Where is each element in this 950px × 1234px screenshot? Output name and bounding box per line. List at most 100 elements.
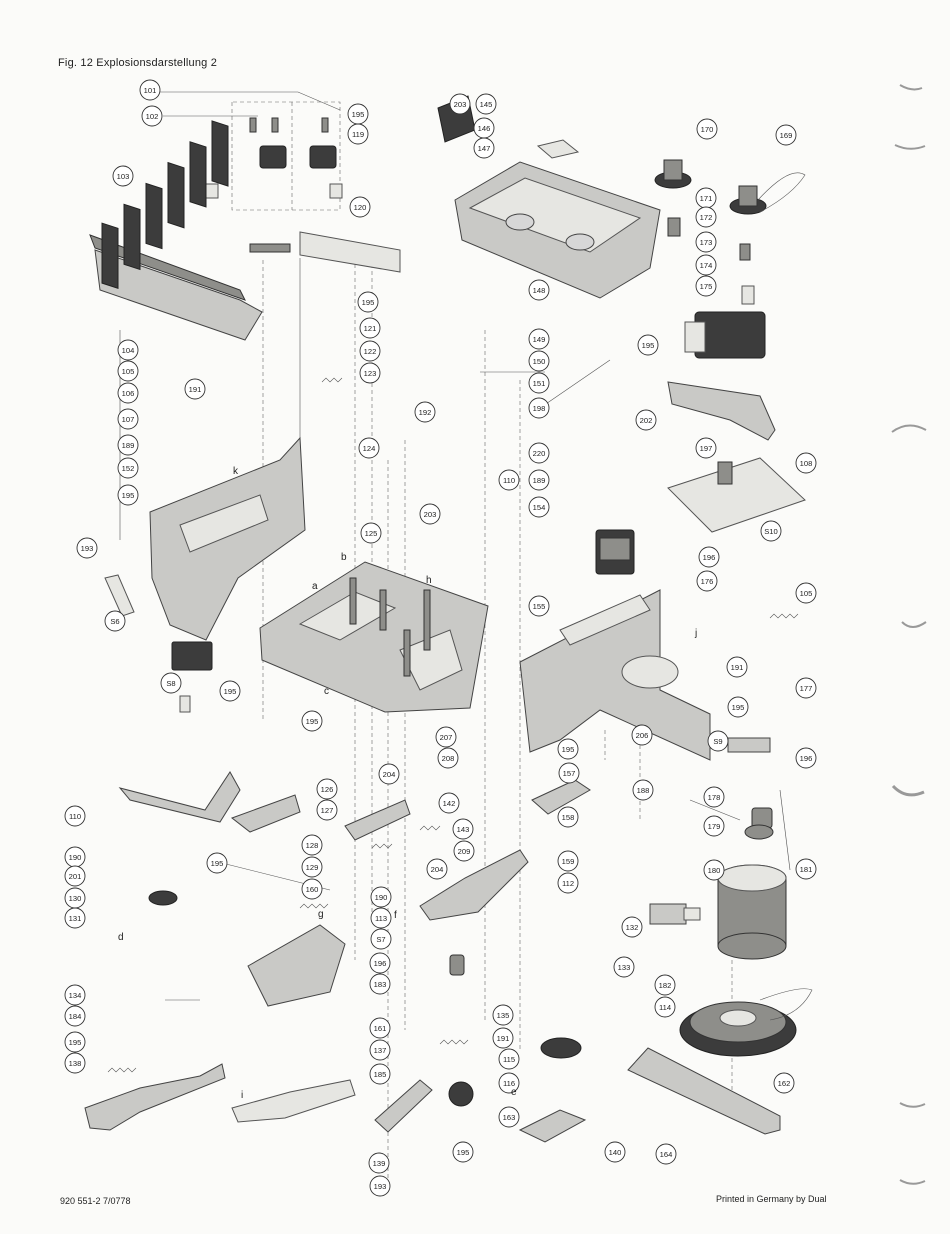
callout-107: 107: [117, 408, 139, 430]
callout-121: 121: [359, 317, 381, 339]
callout-label: 105: [122, 367, 135, 376]
callout-174: 174: [695, 254, 717, 276]
callout-151: 151: [528, 372, 550, 394]
left-side-frame: [149, 436, 306, 641]
callout-158: 158: [557, 806, 579, 828]
callout-195: 195: [301, 710, 323, 732]
callout-202: 202: [635, 409, 657, 431]
reference-letter-d: d: [118, 932, 124, 943]
callout-137: 137: [369, 1039, 391, 1061]
callout-label: 204: [431, 865, 444, 874]
callout-label: 161: [374, 1024, 387, 1033]
callout-201: 201: [64, 865, 86, 887]
callout-label: 176: [701, 577, 714, 586]
callout-152: 152: [117, 457, 139, 479]
callout-label: 129: [306, 863, 319, 872]
callout-label: 191: [497, 1034, 510, 1043]
reference-letter-f: f: [394, 910, 397, 921]
callout-label: 183: [374, 980, 387, 989]
callout-183: 183: [369, 973, 391, 995]
callout-label: 157: [563, 769, 576, 778]
callout-138: 138: [64, 1052, 86, 1074]
callout-label: 119: [352, 130, 364, 139]
callout-203: 203: [419, 503, 441, 525]
callout-label: 142: [443, 799, 456, 808]
callout-209: 209: [453, 840, 475, 862]
callout-label: 147: [478, 144, 491, 153]
cassette-compartment: [437, 95, 661, 299]
callout-102: 102: [141, 105, 163, 127]
callout-105: 105: [117, 360, 139, 382]
callout-119: 119: [347, 123, 369, 145]
callout-label: 146: [478, 124, 491, 133]
callout-123: 123: [359, 362, 381, 384]
callout-220: 220: [528, 442, 550, 464]
callout-106: 106: [117, 382, 139, 404]
callout-192: 192: [414, 401, 436, 423]
callout-label: 182: [659, 981, 672, 990]
callout-label: 184: [69, 1012, 82, 1021]
callout-125: 125: [360, 522, 382, 544]
callout-label: 196: [703, 553, 716, 562]
callout-105: 105: [795, 582, 817, 604]
callout-label: 115: [503, 1055, 515, 1064]
callout-193: 193: [76, 537, 98, 559]
callout-label: 164: [660, 1150, 673, 1159]
callout-label: 163: [503, 1113, 516, 1122]
callout-label: 114: [659, 1003, 671, 1012]
callout-label: 108: [800, 459, 813, 468]
callout-130: 130: [64, 887, 86, 909]
callout-label: 178: [708, 793, 721, 802]
callout-184: 184: [64, 1005, 86, 1027]
callout-label: S6: [110, 617, 119, 626]
callout-label: 101: [144, 86, 157, 95]
callout-190: 190: [64, 846, 86, 868]
callout-112: 112: [557, 872, 579, 894]
callout-S7: S7: [370, 928, 392, 950]
callout-label: S8: [166, 679, 175, 688]
callout-label: 106: [122, 389, 135, 398]
callout-191: 191: [184, 378, 206, 400]
callout-198: 198: [528, 397, 550, 419]
callout-171: 171: [695, 187, 717, 209]
callout-196: 196: [369, 952, 391, 974]
head-assembly: [205, 117, 401, 273]
callout-139: 139: [368, 1152, 390, 1174]
reference-letter-a: a: [312, 581, 318, 592]
callout-113: 113: [370, 907, 392, 929]
callout-label: 177: [800, 684, 813, 693]
callout-145: 145: [475, 93, 497, 115]
callout-162: 162: [773, 1072, 795, 1094]
callout-195: 195: [117, 484, 139, 506]
callout-label: 143: [457, 825, 470, 834]
callout-label: 138: [69, 1059, 82, 1068]
callout-label: 107: [122, 415, 135, 424]
callout-label: 195: [224, 687, 237, 696]
callout-label: 192: [419, 408, 432, 417]
callout-label: 207: [440, 733, 453, 742]
callout-204: 204: [378, 763, 400, 785]
drive-components: [148, 807, 813, 1135]
callout-label: S7: [376, 935, 385, 944]
callout-label: 110: [69, 812, 81, 821]
callout-S9: S9: [707, 730, 729, 752]
tape-counter-assembly: [667, 311, 806, 533]
callout-label: 195: [732, 703, 745, 712]
right-side-frame: [519, 589, 711, 761]
callout-140: 140: [604, 1141, 626, 1163]
callout-label: 150: [533, 357, 546, 366]
callout-178: 178: [703, 786, 725, 808]
callout-159: 159: [557, 850, 579, 872]
callout-label: 169: [780, 131, 793, 140]
callout-label: 197: [700, 444, 713, 453]
callout-label: 162: [778, 1079, 791, 1088]
callout-195: 195: [557, 738, 579, 760]
callout-label: 159: [562, 857, 575, 866]
callout-label: 195: [562, 745, 575, 754]
callout-175: 175: [695, 275, 717, 297]
callout-label: 113: [375, 914, 387, 923]
callout-label: 208: [442, 754, 455, 763]
callout-label: 206: [636, 731, 649, 740]
callout-label: 171: [700, 194, 713, 203]
